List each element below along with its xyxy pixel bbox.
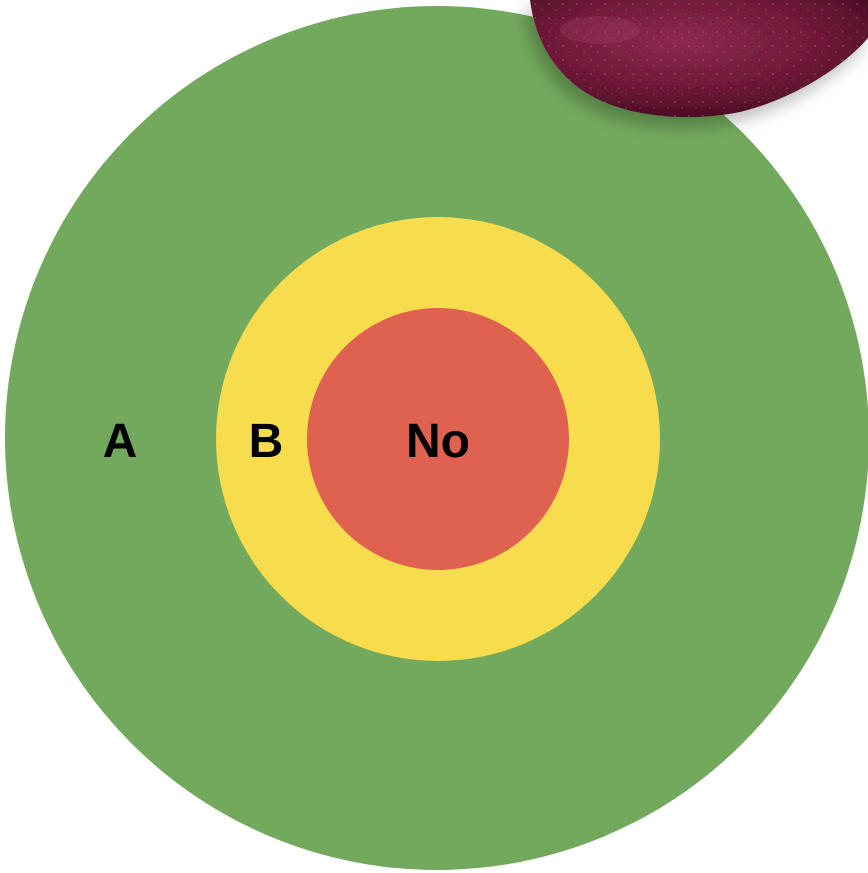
ring-label-b: B [249, 415, 284, 468]
ring-label-no: No [406, 415, 470, 468]
ring-label-a: A [103, 415, 138, 468]
